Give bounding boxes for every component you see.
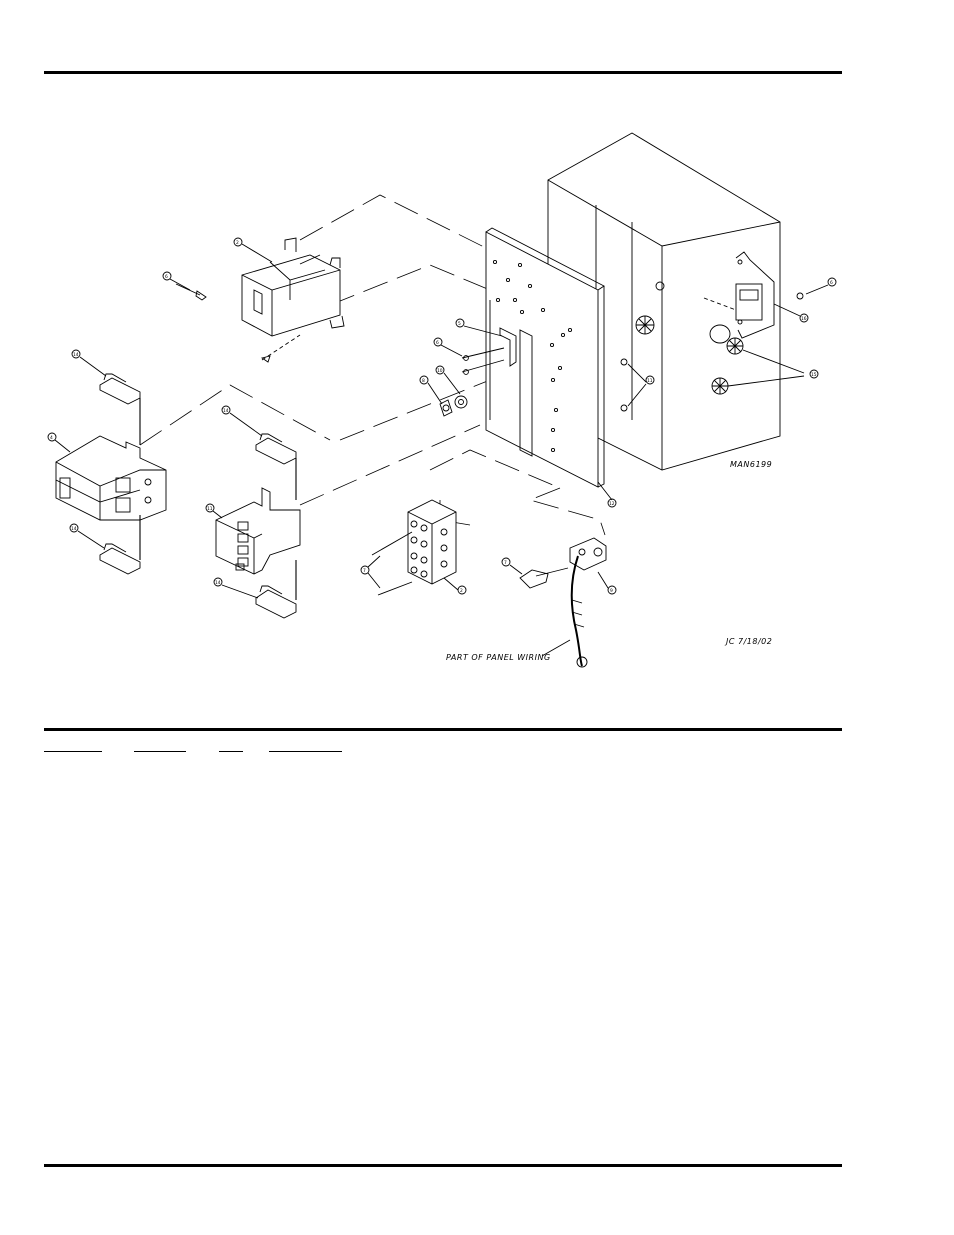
callout-washer: 10 [437,368,443,374]
table-header-underline-3 [219,740,243,752]
callout-screws-bracket: 6 [436,340,439,346]
callout-transformer: 2 [236,240,239,246]
panel-wiring-note: PART OF PANEL WIRING [446,653,551,662]
callout-bolt: 7 [504,560,507,566]
box-switch-leaders [773,277,837,379]
bracket-and-screws [433,318,517,375]
callout-contactor-mid: 11 [207,506,213,512]
screws-transformer [162,271,301,363]
middle-rule [44,728,842,731]
drawing-number: MAN6199 [730,460,772,469]
contactor-left [47,432,167,521]
callout-clip-bottom-left: 14 [71,526,77,532]
callout-plugs: 15 [811,372,817,378]
terminal-block [360,499,467,596]
mounting-panel [485,227,617,508]
callout-ground-lug: 9 [610,588,613,594]
callout-clip-top-mid: 14 [223,408,229,414]
table-header-underline-4 [269,740,342,752]
drawing-date-stamp: JC 7/18/02 [724,637,772,646]
callout-screw-right: 6 [830,280,833,286]
table-header-underline-2 [134,740,186,752]
transformer [233,237,345,337]
callout-screws-terminal: 7 [363,568,366,574]
ground-assembly [501,537,617,668]
callout-nut: 8 [422,378,425,384]
spring-clips [69,349,297,619]
callout-screw-left: 6 [165,274,168,280]
callout-terminal-block: 2 [460,588,463,594]
table-header-underline-1 [44,740,102,752]
callout-box-switch: 16 [801,316,807,322]
callout-clip-top-left: 14 [73,352,79,358]
panel-nuts [620,358,655,412]
top-rule [44,71,842,74]
nut-and-washer [419,365,468,417]
contactor-middle [205,487,301,575]
callout-bracket: 5 [458,321,461,327]
callout-clip-bottom-mid: 14 [215,580,221,586]
callout-panel: 12 [609,501,615,507]
bottom-rule [44,1164,842,1167]
hole-plugs [711,337,805,395]
callout-panel-nuts: 11 [647,378,653,384]
callout-contactor-left: 4 [50,435,53,441]
